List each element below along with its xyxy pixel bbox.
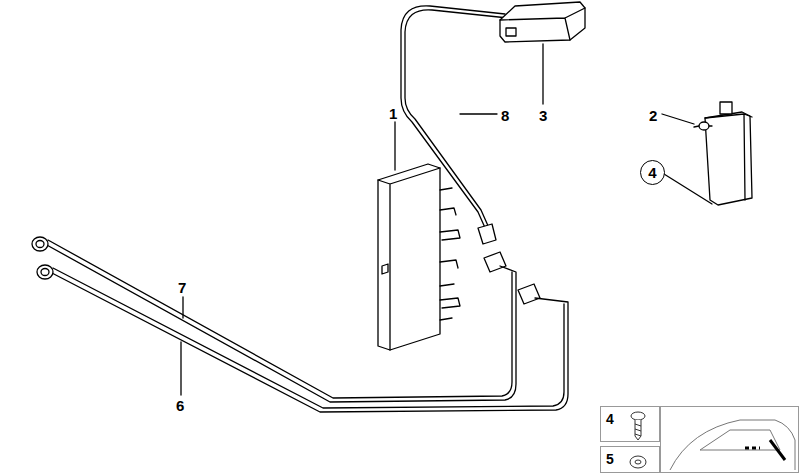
inset-cell: 4 xyxy=(600,406,660,442)
callout-number: 4 xyxy=(648,165,656,180)
inset-cell: 5 xyxy=(600,446,660,473)
callout-number: 7 xyxy=(177,280,187,295)
callout-number: 2 xyxy=(648,108,658,123)
callout-number: 5 xyxy=(606,451,614,467)
callout-number: 8 xyxy=(500,108,510,123)
callout-number: 6 xyxy=(175,398,185,413)
callout-circle: 4 xyxy=(640,160,665,185)
callout-number: 3 xyxy=(538,108,548,123)
callout-number: 4 xyxy=(606,411,614,427)
callout-number: 1 xyxy=(388,106,398,121)
